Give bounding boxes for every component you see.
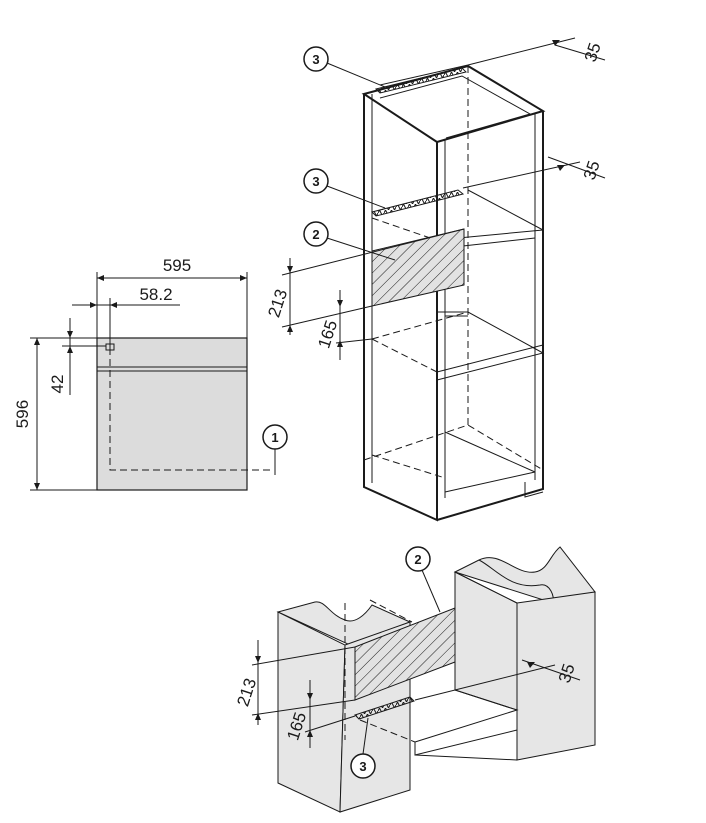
- ventilation-strip-mid: [371, 189, 465, 217]
- base-right-cabinet-top: [453, 546, 596, 604]
- callout-3-top-label: 3: [312, 52, 319, 67]
- tall-top-clearance-label: 35: [581, 40, 605, 64]
- callout-3-mid-circle: [303, 168, 329, 194]
- tall-mid-clearance-label: 35: [580, 158, 604, 182]
- callout-3-mid-label: 3: [312, 174, 319, 189]
- tall-opening-label: 213: [264, 287, 291, 320]
- oven-offset-label: 58.2: [139, 285, 172, 304]
- callout-1-circle: [262, 424, 288, 450]
- base-cabinet-view: 35 213 165 2 3: [233, 546, 596, 813]
- oven-width-label: 595: [163, 256, 191, 275]
- ventilation-strip-base: [354, 696, 415, 720]
- callout-2-base-label: 2: [414, 552, 421, 567]
- oven-height-label: 596: [13, 400, 32, 428]
- oven-front-panel: [96, 337, 248, 491]
- callout-3-base-circle: [350, 753, 376, 779]
- tall-cabinet-view: 35: [264, 37, 606, 522]
- callout-2-tall-label: 2: [312, 227, 319, 242]
- callout-2-tall-circle: [303, 221, 329, 247]
- callout-3-base-label: 3: [359, 759, 366, 774]
- base-opening-label: 213: [233, 676, 260, 709]
- callout-1-label: 1: [271, 430, 278, 445]
- ventilation-strip-top: [375, 67, 467, 94]
- tall-depth-label: 165: [314, 318, 341, 351]
- base-clearance-label: 35: [555, 661, 579, 685]
- oven-vertical-offset-label: 42: [48, 375, 67, 394]
- callout-2-base-circle: [405, 546, 431, 572]
- oven-front-view: 595 58.2 596 42 1: [13, 256, 288, 491]
- callout-3-top-circle: [303, 46, 329, 72]
